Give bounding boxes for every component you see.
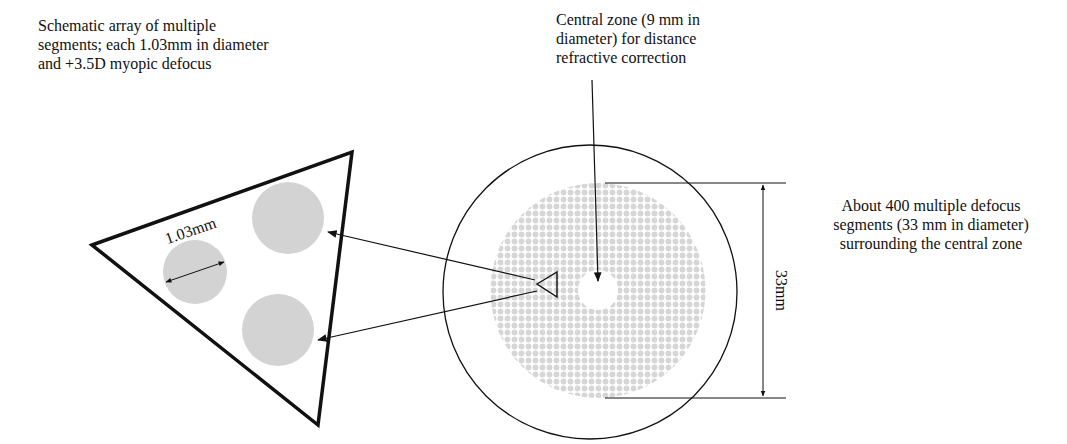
callout-note: Central zone (9 mm in diameter) for dist… [556, 10, 761, 67]
lens-outline [443, 145, 737, 439]
extension-line [605, 183, 786, 184]
segment-marker [537, 272, 557, 297]
leader-line [592, 80, 598, 281]
magnified-triangle [92, 152, 352, 425]
dimension-line [166, 262, 224, 282]
leader-line [318, 291, 537, 340]
defocus-segment [242, 294, 314, 366]
dimension-label: 33mm [771, 270, 790, 311]
leader-line [328, 232, 535, 280]
dimension-line [763, 185, 764, 396]
defocus-segment [163, 240, 227, 304]
extension-line [605, 398, 786, 399]
defocus-segment [252, 182, 324, 254]
callout-note: About 400 multiple defocus segments (33 … [813, 196, 1049, 253]
defocus-segments [490, 183, 705, 398]
callout-note: Schematic array of multiple segments; ea… [38, 16, 283, 73]
